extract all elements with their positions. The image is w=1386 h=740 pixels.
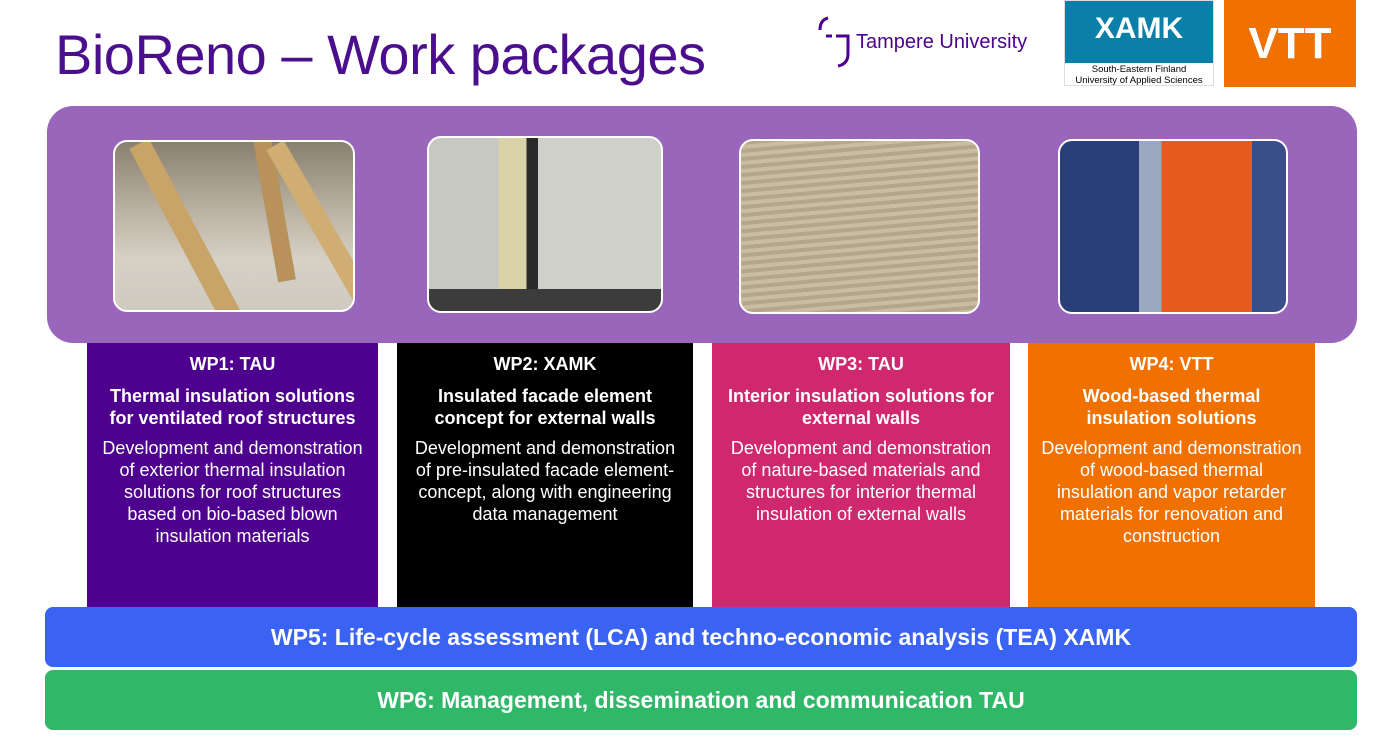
wp2-card: WP2: XAMK Insulated facade element conce… (397, 343, 693, 607)
wp1-subtitle: Thermal insulation solutions for ventila… (109, 386, 356, 428)
xamk-subtitle: University of Applied Sciences (1075, 75, 1203, 86)
wp4-card: WP4: VTT Wood-based thermal insulation s… (1028, 343, 1315, 607)
wp2-subtitle: Insulated facade element concept for ext… (434, 386, 656, 428)
facade-element-render (427, 136, 663, 313)
wp3-card: WP3: TAU Interior insulation solutions f… (712, 343, 1010, 607)
interior-insulation-photo (739, 139, 980, 314)
wp3-heading: WP3: TAU (818, 354, 904, 374)
wp4-description: Development and demonstration of wood-ba… (1041, 438, 1302, 546)
vtt-logo: VTT (1224, 0, 1356, 87)
wp2-heading: WP2: XAMK (493, 354, 597, 374)
wp4-subtitle: Wood-based thermal insulation solutions (1082, 386, 1261, 428)
vtt-researchers-photo (1058, 139, 1288, 314)
tampere-university-logo: Tampere University (818, 14, 1048, 70)
xamk-subtitle: South-Eastern Finland (1091, 64, 1187, 75)
wp1-card: WP1: TAU Thermal insulation solutions fo… (87, 343, 378, 607)
wp1-heading: WP1: TAU (189, 354, 276, 374)
wp5-bar: WP5: Life-cycle assessment (LCA) and tec… (45, 607, 1357, 667)
wp3-description: Development and demonstration of nature-… (730, 438, 992, 524)
wp3-subtitle: Interior insulation solutions for extern… (727, 386, 994, 428)
wp6-bar: WP6: Management, dissemination and commu… (45, 670, 1357, 730)
page-title: BioReno – Work packages (55, 23, 706, 86)
xamk-logo-text: XAMK (1065, 1, 1213, 63)
roof-insulation-photo (113, 140, 355, 312)
wp2-description: Development and demonstration of pre-ins… (414, 438, 676, 524)
xamk-logo: XAMK South-Eastern Finland University of… (1064, 0, 1214, 86)
wp4-heading: WP4: VTT (1129, 354, 1214, 374)
tau-emblem-icon (818, 16, 850, 68)
wp1-description: Development and demonstration of exterio… (102, 438, 363, 546)
tau-logo-text: Tampere University (856, 30, 1028, 53)
